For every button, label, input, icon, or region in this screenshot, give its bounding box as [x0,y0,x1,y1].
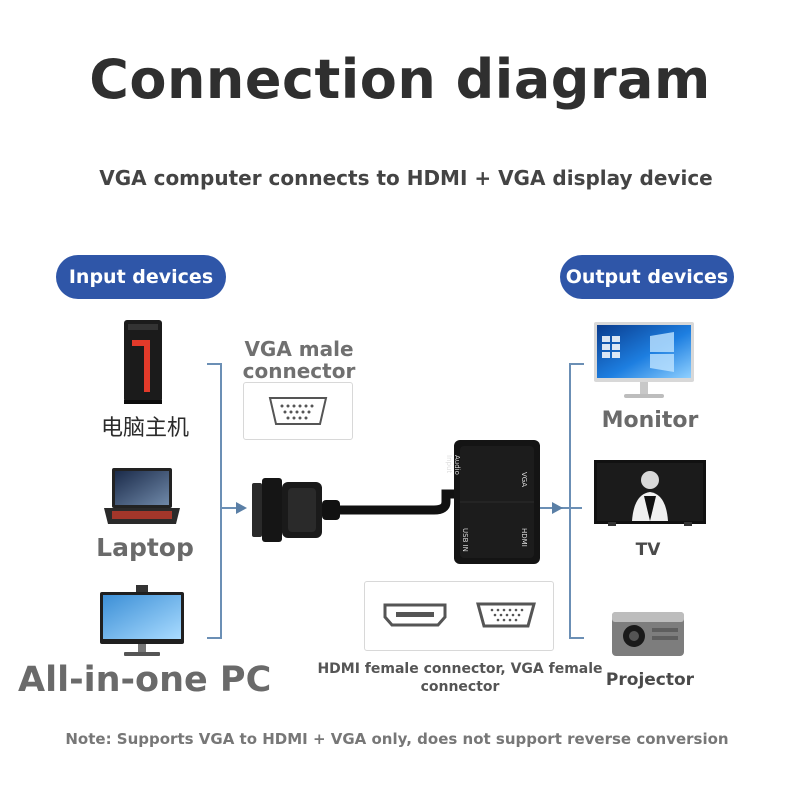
projector-label: Projector [605,670,695,690]
adapter-box-icon [454,440,540,564]
female-connectors-label: HDMI female connector, VGA female connec… [317,661,603,695]
footnote: Note: Supports VGA to HDMI + VGA only, d… [65,730,729,748]
adapter-cable [340,489,456,515]
hdmi-port-label: HDMI [520,528,528,547]
output-devices-heading: Output devices [560,255,734,299]
vga-male-plug-icon [252,478,340,542]
input-devices-heading: Input devices [56,255,226,299]
female-connectors-box [364,581,554,651]
vga-female-port-icon [476,602,536,628]
laptop-icon [104,468,180,524]
laptop-label: Laptop [96,533,194,562]
audio-port-label: Audio Input [445,455,461,475]
page-subtitle: VGA computer connects to HDMI + VGA disp… [99,166,713,190]
monitor-icon [594,322,694,398]
hdmi-port-icon [383,603,447,627]
projector-icon [612,612,684,656]
all-in-one-pc-icon [100,585,184,656]
tv-icon [594,460,706,526]
input-arrow-icon [236,502,247,514]
input-bracket [207,363,236,639]
desktop-label: 电脑主机 [100,416,189,441]
vga-port-label: VGA [520,472,528,488]
all-in-one-pc-label: All-in-one PC [18,660,272,700]
tv-label: TV [635,540,661,560]
vga-male-connector-box [243,382,353,440]
monitor-label: Monitor [601,408,699,433]
output-arrow-icon [552,502,563,514]
desktop-tower-icon [124,320,162,404]
vga-port-icon [268,397,328,425]
usb-port-label: USB IN [461,528,469,552]
page-title: Connection diagram [89,48,711,111]
vga-male-connector-label: VGA male connector [242,337,356,383]
